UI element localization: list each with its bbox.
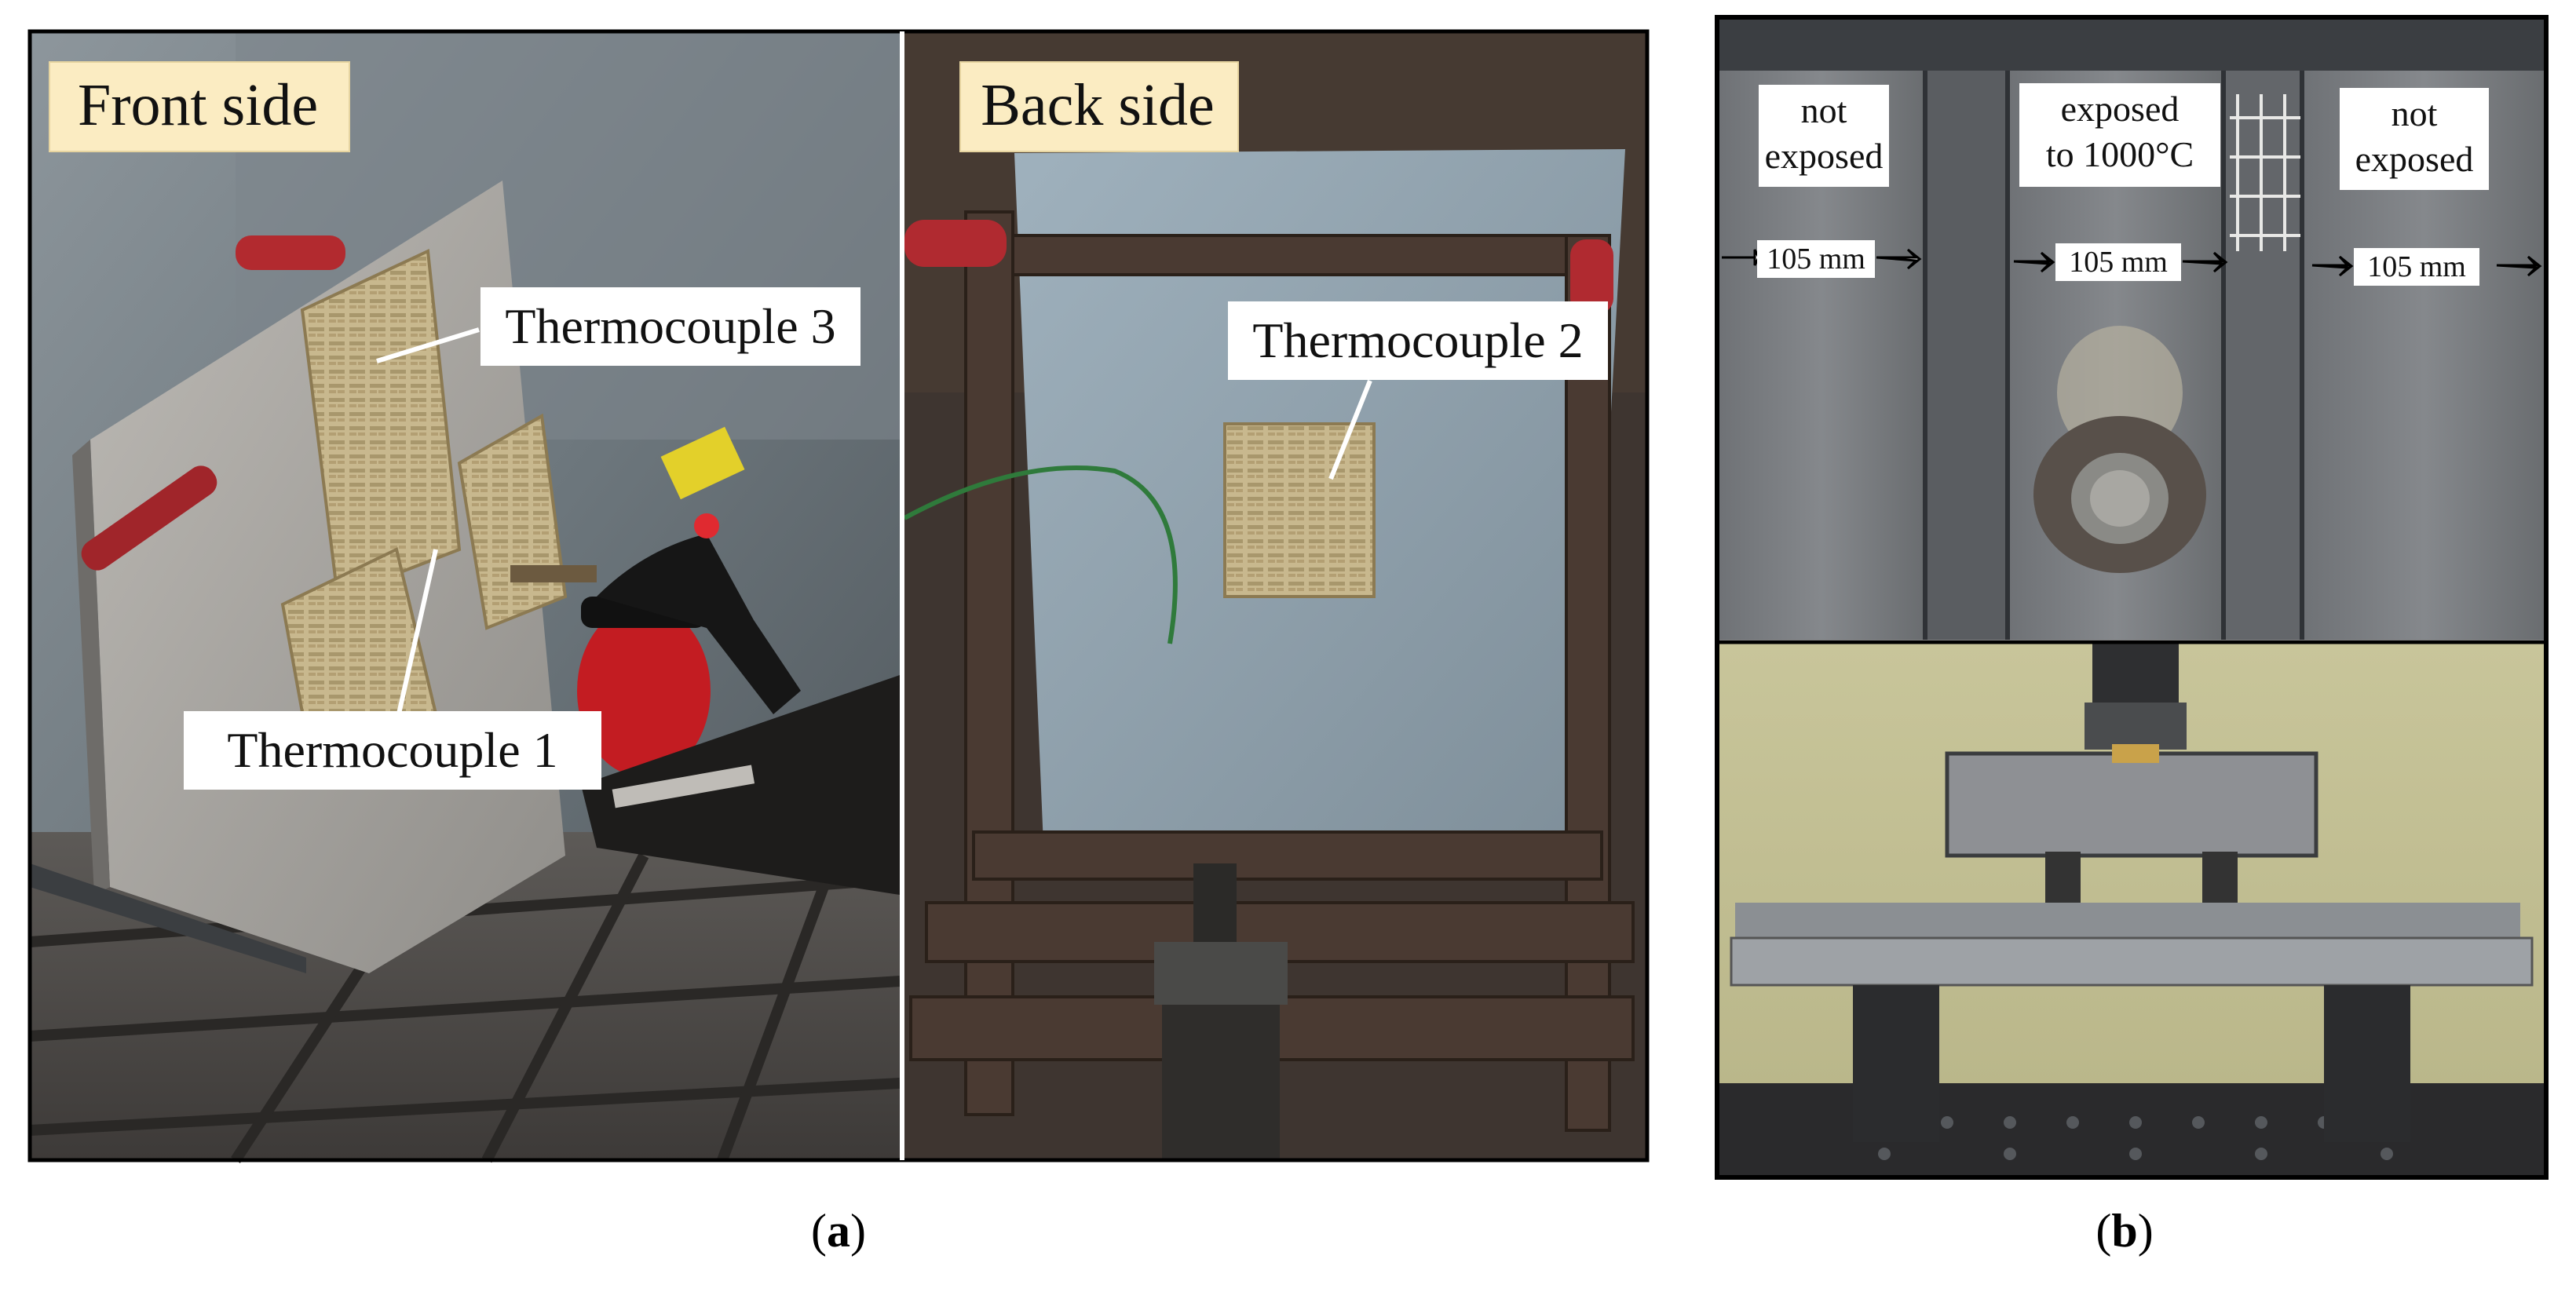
caption-b-close: ) <box>2137 1205 2154 1257</box>
thermocouple-2-label: Thermocouple 2 <box>1228 301 1608 380</box>
dimension-center-label: 105 mm <box>2055 243 2181 281</box>
caption-b-open: ( <box>2096 1205 2112 1257</box>
left-specimen-label <box>1759 85 1889 187</box>
left-specimen-line2: exposed <box>1764 136 1884 176</box>
right-specimen-line2: exposed <box>2355 139 2474 179</box>
caption-a-open: ( <box>811 1205 827 1257</box>
dimension-left-label: 105 mm <box>1757 240 1875 278</box>
dimension-arrows <box>1722 248 2542 277</box>
back-side-label <box>959 61 1239 152</box>
caption-b-letter: b <box>2111 1205 2138 1257</box>
back-side-label-text: Back side <box>981 72 1215 138</box>
front-side-label-text: Front side <box>77 72 319 138</box>
caption-a: (a) <box>760 1204 917 1258</box>
caption-a-close: ) <box>850 1205 866 1257</box>
right-specimen-label <box>2340 88 2489 190</box>
panel-a-border <box>27 29 1650 1162</box>
back-side-photo <box>903 31 1647 1160</box>
caption-a-letter: a <box>827 1205 850 1257</box>
right-specimen-line1: not <box>2391 93 2438 133</box>
thermocouple-3-label: Thermocouple 3 <box>480 287 860 366</box>
front-side-label <box>49 61 350 152</box>
left-specimen-line1: not <box>1800 90 1847 130</box>
center-specimen-line2: to 1000°C <box>2045 134 2194 174</box>
center-specimen-line1: exposed <box>2060 89 2180 129</box>
dimension-right-label: 105 mm <box>2354 248 2479 286</box>
caption-b: (b) <box>2046 1204 2203 1258</box>
panel-b-border <box>1715 15 2549 1180</box>
thermocouple-1-label: Thermocouple 1 <box>184 711 601 790</box>
bending-test-photo <box>1719 644 2544 1177</box>
front-side-photo <box>29 31 901 1163</box>
center-specimen-label <box>2019 83 2220 187</box>
thermocouple-pointers <box>376 327 1372 743</box>
